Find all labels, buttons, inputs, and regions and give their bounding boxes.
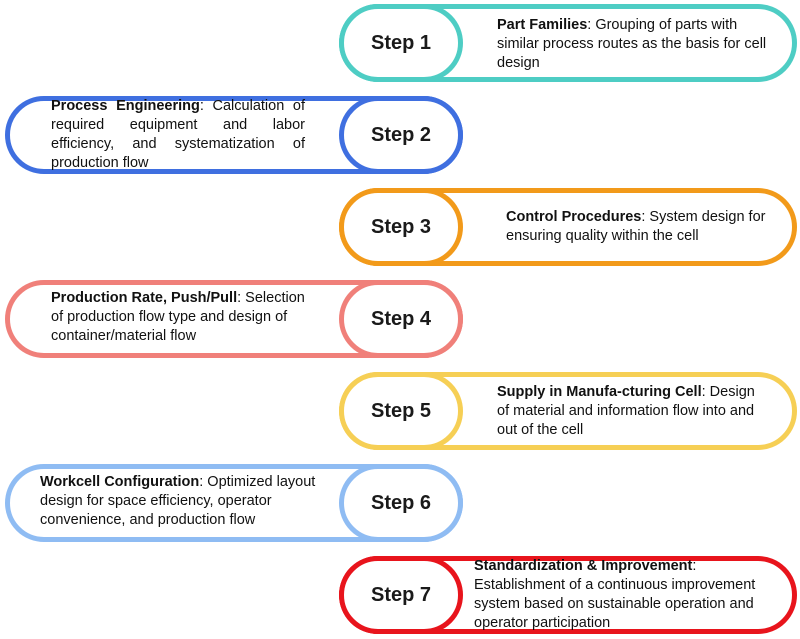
step-1-badge: Step 1	[339, 4, 463, 82]
step-2-badge: Step 2	[339, 96, 463, 174]
step-3-title: Control Procedures	[506, 209, 642, 225]
step-2-text: : Calculation of required equipment and …	[51, 98, 305, 171]
step-4-text: : Selection of production flow type and …	[51, 290, 305, 344]
step-6-badge: Step 6	[339, 464, 463, 542]
step-3-text: : System design for ensuring quality wit…	[506, 209, 766, 244]
step-5-description: Supply in Manufa-cturing Cell: Design of…	[497, 383, 765, 440]
step-2-title: Process Engineering	[51, 98, 200, 114]
step-5-text: : Design of material and information flo…	[497, 384, 755, 438]
step-1-text: : Grouping of parts with similar process…	[497, 17, 767, 71]
step-5-badge: Step 5	[339, 372, 463, 450]
step-3-description: Control Procedures: System design for en…	[506, 208, 768, 246]
step-4-badge: Step 4	[339, 280, 463, 358]
step-7-badge: Step 7	[339, 556, 463, 634]
step-4-description: Production Rate, Push/Pull: Selection of…	[51, 289, 317, 346]
step-1-description: Part Families: Grouping of parts with si…	[497, 16, 767, 73]
step-1-title: Part Families	[497, 17, 588, 33]
step-6-title: Workcell Configuration	[40, 474, 200, 490]
step-5-title: Supply in Manufa-cturing Cell	[497, 384, 702, 400]
step-6-description: Workcell Configuration: Optimized layout…	[40, 473, 340, 530]
step-7-title: Standardization & Improvement	[474, 558, 693, 574]
step-6-text: : Optimized layout design for space effi…	[40, 474, 316, 528]
step-7-text: : Establishment of a continuous improvem…	[474, 558, 756, 631]
step-4-title: Production Rate, Push/Pull	[51, 290, 238, 306]
step-3-badge: Step 3	[339, 188, 463, 266]
step-7-description: Standardization & Improvement: Establish…	[474, 557, 786, 633]
step-2-description: Process Engineering: Calculation of requ…	[51, 97, 305, 173]
